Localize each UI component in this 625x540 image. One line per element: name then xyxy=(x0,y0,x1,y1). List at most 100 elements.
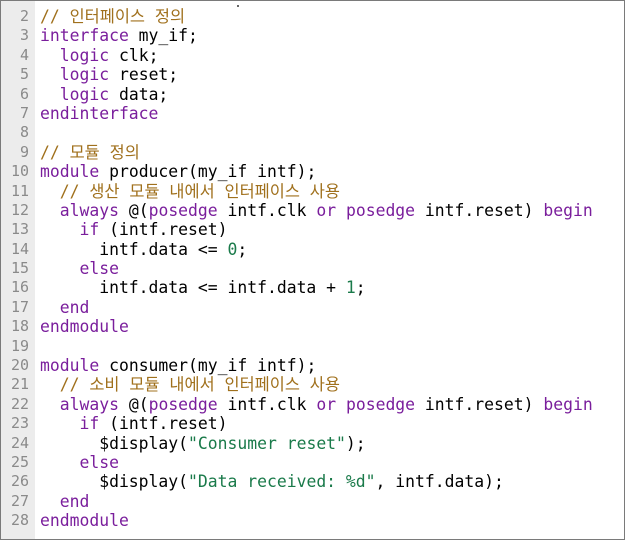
keyword-token: endinterface xyxy=(40,103,159,123)
line-number: 13 xyxy=(10,220,29,239)
keyword-token: module xyxy=(40,162,100,182)
code-token: producer(my_if intf); xyxy=(99,162,317,182)
code-line[interactable]: 10 module producer(my_if intf); xyxy=(1,162,624,181)
code-line[interactable]: 19 xyxy=(1,337,624,356)
code-line[interactable]: 24 $display("Consumer reset"); xyxy=(1,434,624,453)
line-text: always @(posedge intf.clk or posedge int… xyxy=(40,395,593,414)
keyword-token: if xyxy=(79,414,100,434)
code-line[interactable]: 7 endinterface xyxy=(1,104,624,123)
code-token: intf.reset) xyxy=(415,200,544,220)
line-text: logic reset; xyxy=(40,65,178,84)
line-number: 12 xyxy=(10,200,29,219)
line-number: 5 xyxy=(19,65,29,84)
code-token xyxy=(40,85,60,104)
code-token: intf.data <= xyxy=(40,239,228,259)
code-token xyxy=(40,46,60,65)
line-text: intf.data <= intf.data + 1; xyxy=(40,278,366,298)
code-token: consumer(my_if intf); xyxy=(99,356,317,376)
line-number: 26 xyxy=(10,472,29,491)
code-token xyxy=(40,298,60,317)
line-number: 25 xyxy=(10,452,29,471)
code-line[interactable]: 13 if (intf.reset) xyxy=(1,220,624,239)
keyword-token: logic xyxy=(59,65,110,85)
code-line[interactable]: 4 logic clk; xyxy=(1,46,624,65)
code-line[interactable]: 15 else xyxy=(1,259,624,278)
keyword-token: always xyxy=(59,394,119,414)
keyword-token: posedge xyxy=(148,200,218,220)
code-token: (intf.reset) xyxy=(99,414,228,434)
keyword-token: begin xyxy=(543,200,593,220)
code-line[interactable]: 27 end xyxy=(1,492,624,511)
line-number: 14 xyxy=(10,239,29,258)
comment-token: // 생산 모듈 내에서 인터페이스 사용 xyxy=(59,181,340,201)
code-token xyxy=(336,395,346,414)
code-token xyxy=(40,395,60,414)
code-line[interactable]: 21 // 소비 모듈 내에서 인터페이스 사용 xyxy=(1,375,624,394)
code-token: $display( xyxy=(40,433,189,453)
line-text: else xyxy=(40,453,118,472)
line-text: // 인터페이스 정의 xyxy=(40,7,185,26)
code-line[interactable]: 16 intf.data <= intf.data + 1; xyxy=(1,278,624,297)
line-text: intf.data <= 0; xyxy=(40,240,247,259)
code-line[interactable]: 14 intf.data <= 0; xyxy=(1,240,624,259)
code-token: , intf.data); xyxy=(375,472,504,492)
line-text: // 소비 모듈 내에서 인터페이스 사용 xyxy=(40,375,340,394)
string-token: "Consumer reset" xyxy=(188,433,346,453)
line-number: 8 xyxy=(19,123,29,142)
line-number: 7 xyxy=(19,103,29,122)
code-token xyxy=(40,375,60,394)
code-line[interactable]: 8 xyxy=(1,123,624,142)
line-number: 15 xyxy=(10,259,29,278)
code-line[interactable]: 26 $display("Data received: %d", intf.da… xyxy=(1,472,624,491)
code-line[interactable]: 22 always @(posedge intf.clk or posedge … xyxy=(1,395,624,414)
keyword-token: or xyxy=(316,394,337,414)
code-line[interactable]: 23 if (intf.reset) xyxy=(1,414,624,433)
line-text: $display("Data received: %d", intf.data)… xyxy=(40,472,504,491)
line-text: if (intf.reset) xyxy=(40,414,228,434)
code-token xyxy=(40,65,60,84)
code-line[interactable]: 11 // 생산 모듈 내에서 인터페이스 사용 xyxy=(1,182,624,201)
line-number: 11 xyxy=(10,181,29,200)
code-token: @( xyxy=(118,394,149,414)
code-token: ); xyxy=(345,433,366,453)
keyword-token: always xyxy=(59,200,119,220)
line-number-gutter xyxy=(1,1,35,539)
code-token: data; xyxy=(109,84,169,104)
code-token: clk; xyxy=(109,45,159,65)
code-token: @( xyxy=(118,200,149,220)
code-line[interactable]: 2 // 인터페이스 정의 xyxy=(1,7,624,26)
keyword-token: endmodule xyxy=(40,317,129,337)
line-number: 10 xyxy=(10,162,29,181)
line-text: endmodule xyxy=(40,511,129,530)
code-token xyxy=(40,453,79,472)
line-number: 2 xyxy=(19,7,29,25)
code-token: $display( xyxy=(40,472,189,492)
code-token xyxy=(40,414,79,433)
code-line[interactable]: 12 always @(posedge intf.clk or posedge … xyxy=(1,201,624,220)
code-token: reset; xyxy=(109,65,179,85)
line-number: 28 xyxy=(10,511,29,530)
code-token xyxy=(40,201,60,220)
code-line[interactable]: 9// 모듈 정의 xyxy=(1,143,624,162)
line-text: $display("Consumer reset"); xyxy=(40,433,366,453)
code-line[interactable]: 6 logic data; xyxy=(1,85,624,104)
code-line[interactable]: 25 else xyxy=(1,453,624,472)
keyword-token: interface xyxy=(40,26,129,46)
keyword-token: else xyxy=(79,259,119,279)
line-number: 3 xyxy=(19,26,29,45)
code-line[interactable]: 5 logic reset; xyxy=(1,65,624,84)
code-line[interactable]: 17 end xyxy=(1,298,624,317)
code-token: ; xyxy=(355,278,366,298)
keyword-token: begin xyxy=(543,394,593,414)
code-token: intf.data <= intf.data + xyxy=(40,278,346,298)
code-line[interactable]: 28 endmodule xyxy=(1,511,624,530)
line-text: end xyxy=(40,298,90,317)
line-number: 17 xyxy=(10,297,29,316)
keyword-token: module xyxy=(40,356,100,376)
code-token xyxy=(40,182,60,201)
